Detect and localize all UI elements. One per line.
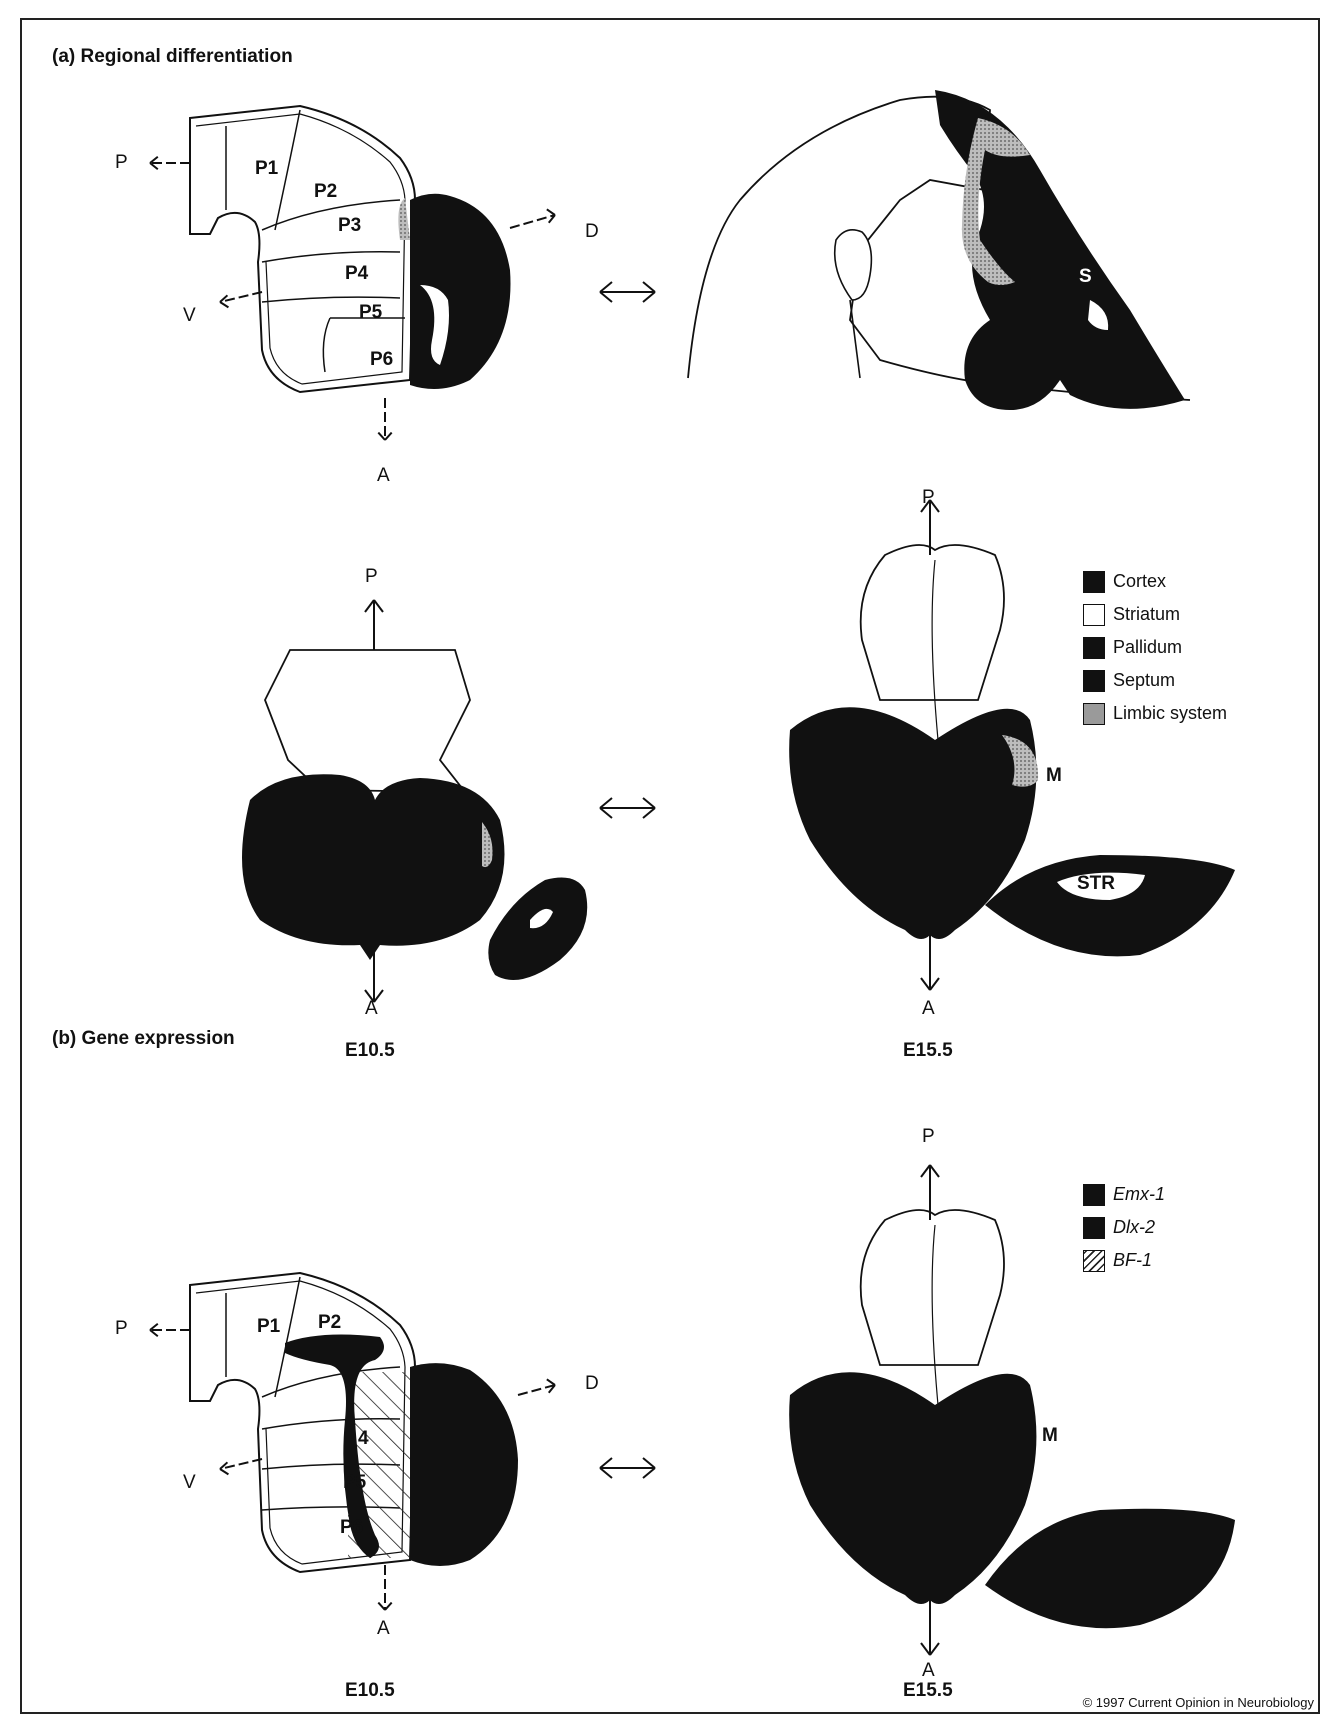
prosomere-p1: P1 — [255, 158, 278, 180]
swatch-septum — [1083, 670, 1105, 692]
label-anterior-a3: A — [365, 998, 378, 1020]
stage-a-late: E15.5 — [903, 1040, 953, 1062]
prosomere-p3: P3 — [338, 215, 361, 237]
label-pallidum-mark: M — [1046, 765, 1062, 787]
prosomere-p6: P6 — [370, 349, 393, 371]
comparison-arrows — [600, 282, 655, 1478]
legend-item-cortex: Cortex — [1083, 565, 1227, 598]
legend-label-emx1: Emx-1 — [1113, 1184, 1165, 1205]
legend-item-dlx2: Dlx-2 — [1083, 1211, 1165, 1244]
legend-genes: Emx-1 Dlx-2 BF-1 — [1083, 1178, 1165, 1277]
legend-label-limbic: Limbic system — [1113, 703, 1227, 724]
label-posterior-a1: P — [115, 152, 128, 174]
a-sideview-e10 — [190, 106, 511, 392]
prosomere-b-p6: P6 — [340, 1517, 363, 1539]
label-pallidum-mark-b: M — [1042, 1425, 1058, 1447]
legend-label-cortex: Cortex — [1113, 571, 1166, 592]
stage-a-early: E10.5 — [345, 1040, 395, 1062]
prosomere-p2: P2 — [314, 181, 337, 203]
swatch-bf1 — [1083, 1250, 1105, 1272]
copyright-notice: © 1997 Current Opinion in Neurobiology — [1083, 1695, 1314, 1710]
legend-regions: Cortex Striatum Pallidum Septum Limbic s… — [1083, 565, 1227, 730]
prosomere-b-p2: P2 — [318, 1312, 341, 1334]
label-posterior-a3: P — [365, 566, 378, 588]
swatch-emx1 — [1083, 1184, 1105, 1206]
legend-label-dlx2: Dlx-2 — [1113, 1217, 1155, 1238]
a-sagittal-e15 — [688, 90, 1190, 410]
swatch-cortex — [1083, 571, 1105, 593]
stage-b-late: E15.5 — [903, 1680, 953, 1702]
label-anterior-a1: A — [377, 465, 390, 487]
legend-item-septum: Septum — [1083, 664, 1227, 697]
telencephalon-lobe — [410, 194, 511, 389]
label-anterior-a2: A — [922, 998, 935, 1020]
stage-b-early: E10.5 — [345, 1680, 395, 1702]
legend-label-septum: Septum — [1113, 670, 1175, 691]
legend-item-limbic: Limbic system — [1083, 697, 1227, 730]
label-ventral-b1: V — [183, 1472, 196, 1494]
swatch-dlx2 — [1083, 1217, 1105, 1239]
legend-item-bf1: BF-1 — [1083, 1244, 1165, 1277]
label-striatum: STR — [1077, 873, 1115, 895]
label-anterior-b1: A — [377, 1618, 390, 1640]
label-septum: S — [1079, 266, 1092, 288]
a-dorsal-e10 — [242, 600, 587, 1002]
legend-item-striatum: Striatum — [1083, 598, 1227, 631]
legend-label-pallidum: Pallidum — [1113, 637, 1182, 658]
label-anterior-b2: A — [922, 1660, 935, 1682]
prosomere-p5: P5 — [359, 302, 382, 324]
legend-item-emx1: Emx-1 — [1083, 1178, 1165, 1211]
legend-label-bf1: BF-1 — [1113, 1250, 1152, 1271]
label-posterior-b2: P — [922, 1126, 935, 1148]
swatch-pallidum — [1083, 637, 1105, 659]
label-dorsal-a1: D — [585, 221, 599, 243]
label-posterior-b1: P — [115, 1318, 128, 1340]
legend-label-striatum: Striatum — [1113, 604, 1180, 625]
swatch-limbic — [1083, 703, 1105, 725]
prosomere-b-p4: 4 — [358, 1428, 369, 1450]
b-dorsal-e15 — [789, 1165, 1235, 1655]
label-dorsal-b1: D — [585, 1373, 599, 1395]
legend-item-pallidum: Pallidum — [1083, 631, 1227, 664]
prosomere-b-p5: P5 — [343, 1472, 366, 1494]
prosomere-p4: P4 — [345, 263, 368, 285]
prosomere-b-p1: P1 — [257, 1316, 280, 1338]
label-ventral-a1: V — [183, 305, 196, 327]
label-posterior-a2: P — [922, 487, 935, 509]
swatch-striatum — [1083, 604, 1105, 626]
